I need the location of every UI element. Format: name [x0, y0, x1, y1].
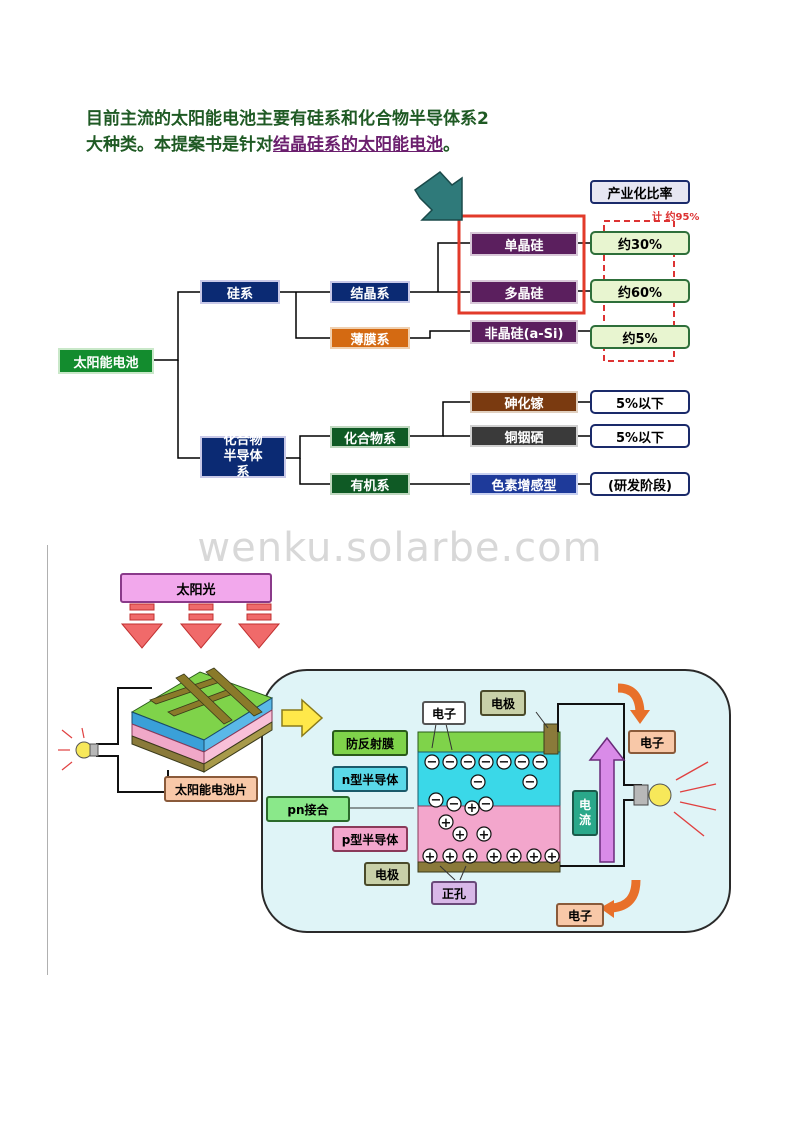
node-thin-film: 薄膜系	[330, 327, 410, 349]
electron-right-bottom-label: 电子	[556, 903, 604, 927]
node-solar-cell: 太阳能电池	[58, 348, 154, 374]
solar-cell-3d	[130, 667, 274, 773]
anti-reflect-label: 防反射膜	[332, 730, 408, 756]
electron-flow-arrow-bottom	[611, 879, 641, 913]
current-arrow	[588, 736, 626, 863]
rate-poly: 约60%	[590, 279, 690, 303]
svg-text:+: +	[479, 828, 490, 843]
intro-highlight: 结晶硅系的太阳能电池	[273, 135, 443, 155]
svg-text:−: −	[535, 755, 546, 770]
highlight-frame	[457, 214, 586, 315]
svg-text:−: −	[517, 755, 528, 770]
node-crystalline: 结晶系	[330, 281, 410, 303]
zoom-arrow-icon	[281, 698, 324, 738]
svg-text:+: +	[529, 850, 540, 865]
internal-circuit	[557, 703, 642, 867]
svg-text:−: −	[481, 797, 492, 812]
svg-text:+: +	[441, 816, 452, 831]
rate-amorphous: 约5%	[590, 325, 690, 349]
svg-text:+: +	[455, 828, 466, 843]
node-organic: 有机系	[330, 473, 410, 495]
rate-header: 产业化比率	[590, 180, 690, 204]
node-poly-si: 多晶硅	[470, 280, 578, 304]
bulb-right-icon	[633, 761, 717, 837]
intro-line-2-a: 大种类。本提案书是针对	[86, 135, 273, 155]
current-label: 电流	[572, 790, 598, 836]
svg-text:−: −	[525, 775, 536, 790]
svg-text:+: +	[465, 850, 476, 865]
total-label: 计 约95%	[652, 212, 700, 223]
anti-reflect-layer	[417, 731, 561, 753]
svg-text:+: +	[547, 850, 558, 865]
p-type-label: p型半导体	[332, 826, 408, 852]
svg-text:−: −	[481, 755, 492, 770]
electron-right-top-label: 电子	[628, 730, 676, 754]
svg-text:−: −	[473, 775, 484, 790]
pointer-arrow	[413, 171, 463, 221]
intro-line-2: 大种类。本提案书是针对结晶硅系的太阳能电池。	[86, 132, 606, 158]
pn-junction-label: pn接合	[266, 796, 350, 822]
hole-label: 正孔	[431, 881, 477, 905]
intro-line-2-b: 。	[443, 135, 460, 155]
node-dye: 色素增感型	[470, 473, 578, 495]
n-type-label: n型半导体	[332, 766, 408, 792]
svg-text:−: −	[499, 755, 510, 770]
node-compound: 化合物系	[330, 426, 410, 448]
intro-text: 目前主流的太阳能电池主要有硅系和化合物半导体系2 大种类。本提案书是针对结晶硅系…	[86, 106, 606, 158]
electron-top-label: 电子	[422, 701, 466, 725]
sunlight-arrows	[120, 603, 281, 649]
svg-text:+: +	[425, 850, 436, 865]
svg-text:−: −	[427, 755, 438, 770]
left-rule	[47, 545, 48, 975]
rate-gaas: 5%以下	[590, 390, 690, 414]
bulb-left-icon	[58, 727, 99, 771]
electron-flow-arrow-top	[617, 683, 645, 715]
electrode-bottom-label: 电极	[364, 862, 410, 886]
svg-text:+: +	[445, 850, 456, 865]
top-electrode	[543, 723, 559, 755]
svg-text:+: +	[489, 850, 500, 865]
svg-text:+: +	[509, 850, 520, 865]
node-cis: 铜铟硒	[470, 425, 578, 447]
svg-text:−: −	[445, 755, 456, 770]
electrode-top-label: 电极	[480, 690, 526, 716]
node-mono-si: 单晶硅	[470, 232, 578, 256]
watermark: wenku.solarbe.com	[197, 525, 603, 571]
node-amorphous-si: 非晶硅(a-Si)	[470, 320, 578, 344]
svg-text:−: −	[431, 793, 442, 808]
svg-text:−: −	[463, 755, 474, 770]
node-gaas: 砷化镓	[470, 391, 578, 413]
rate-dye: (研发阶段)	[590, 472, 690, 496]
sunlight-label: 太阳光	[120, 573, 272, 603]
charge-markers: −−− −−− −−− −−− +++ +++ +++ ++	[422, 754, 560, 865]
intro-line-1: 目前主流的太阳能电池主要有硅系和化合物半导体系2	[86, 109, 489, 129]
node-silicon: 硅系	[200, 280, 280, 304]
rate-mono: 约30%	[590, 231, 690, 255]
rate-cis: 5%以下	[590, 424, 690, 448]
node-compound-semi: 化合物半导体系	[200, 433, 286, 480]
svg-text:−: −	[449, 797, 460, 812]
svg-text:+: +	[467, 801, 478, 816]
panel-label: 太阳能电池片	[164, 776, 258, 802]
